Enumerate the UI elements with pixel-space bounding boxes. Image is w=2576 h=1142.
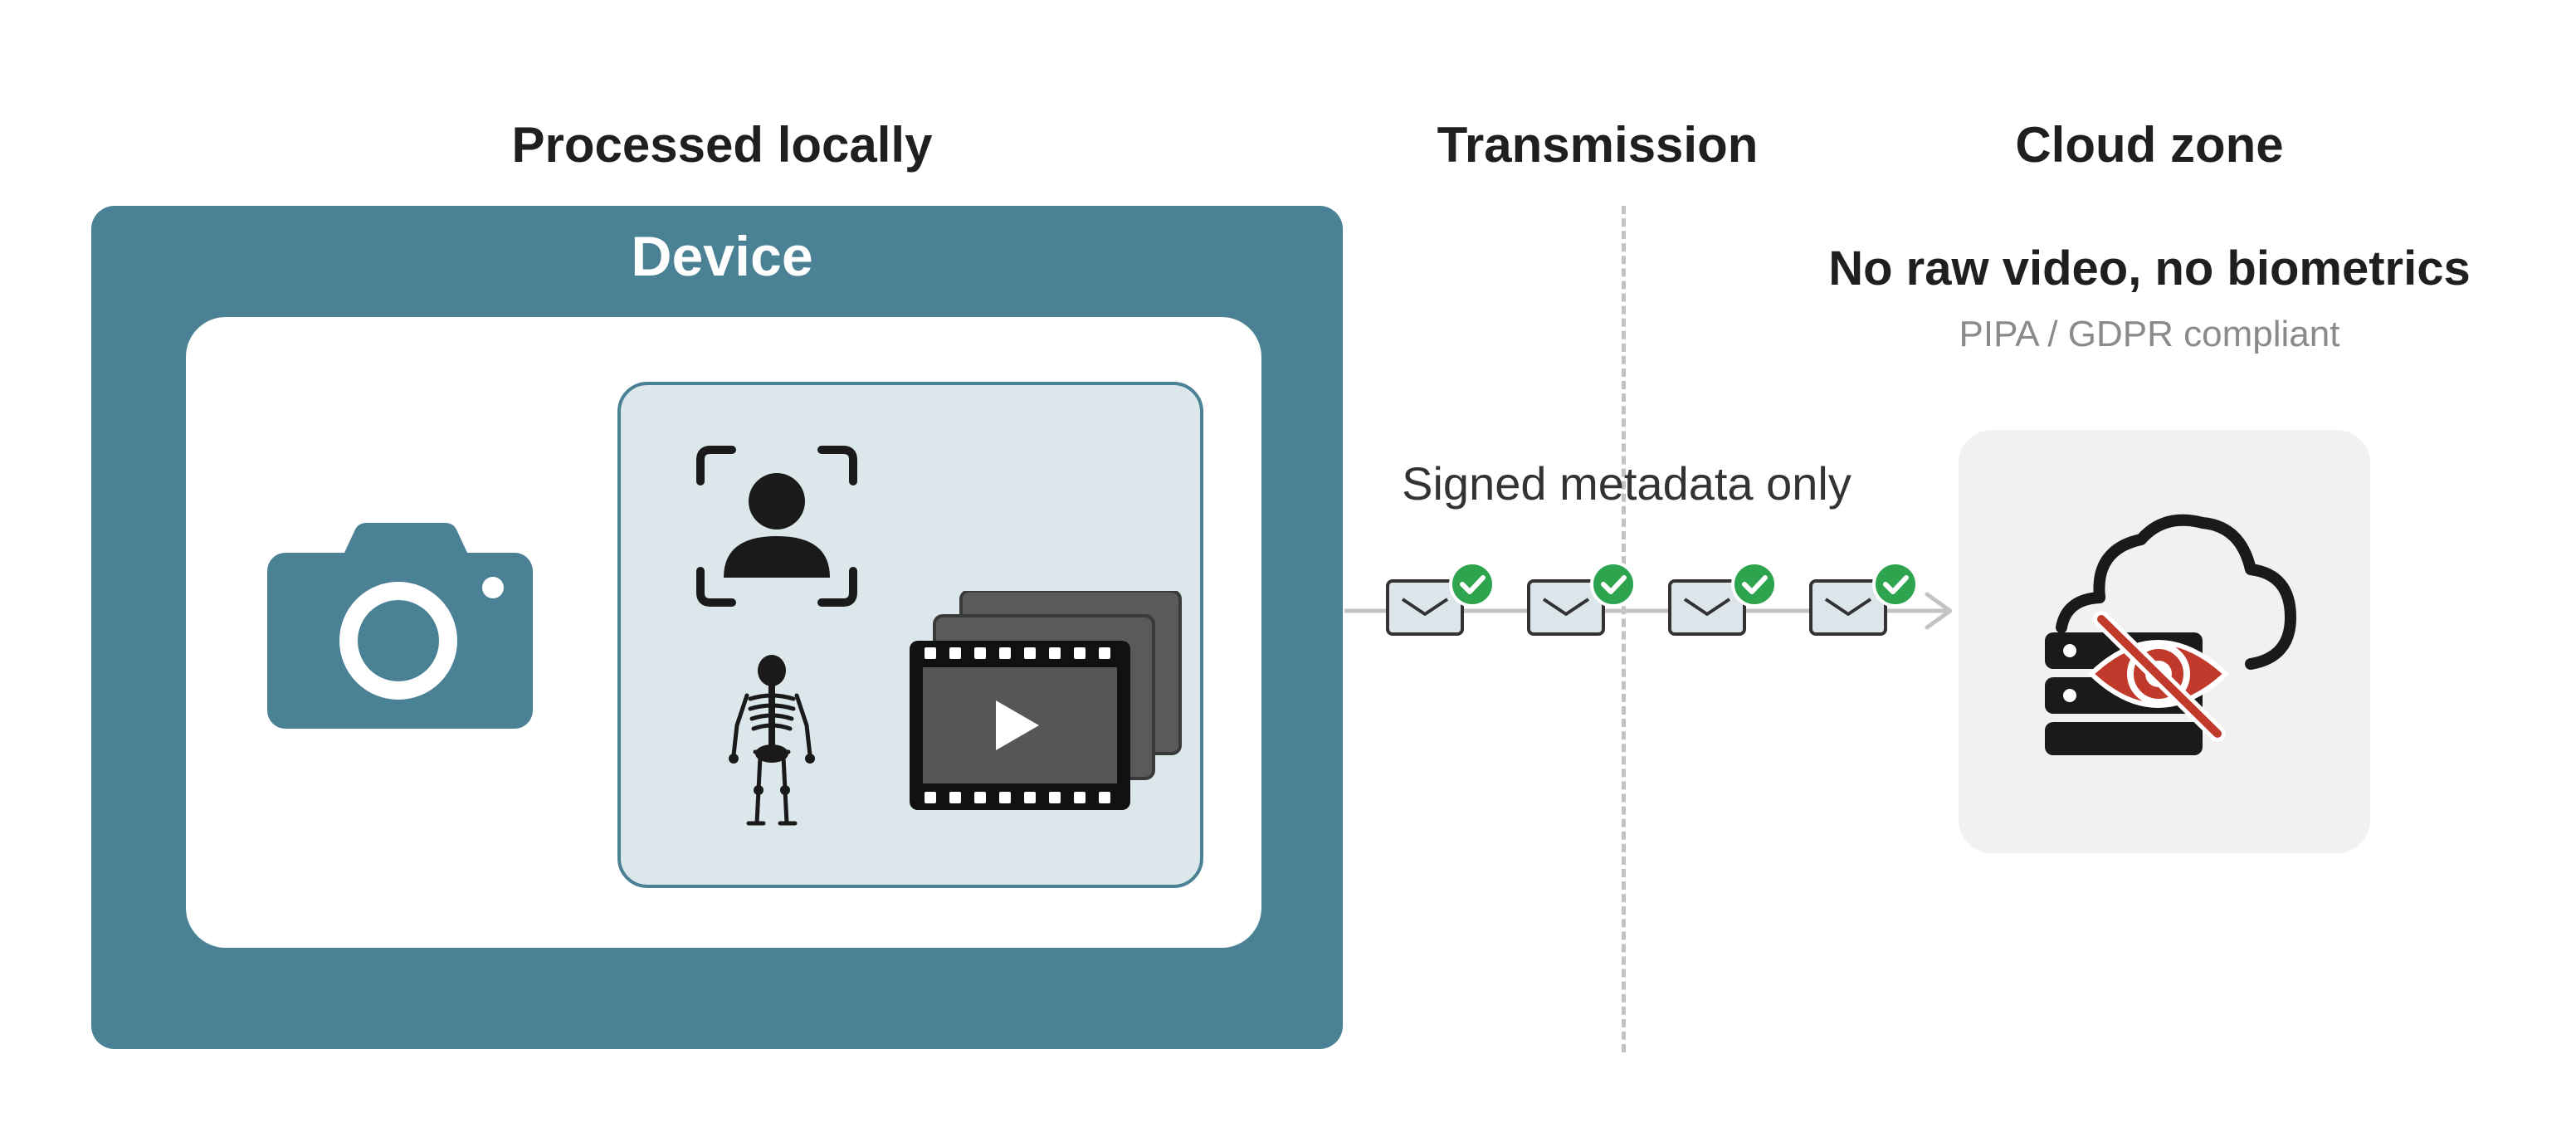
heading-transmission: Transmission (1437, 117, 1759, 173)
envelope-icon (1386, 579, 1464, 636)
camera-icon (267, 523, 533, 729)
eye-off-icon (2087, 611, 2230, 742)
video-stack-icon (910, 591, 1182, 810)
cloud-privacy-title: No raw video, no biometrics (1828, 242, 2471, 295)
envelope-icon (1809, 579, 1887, 636)
check-badge-icon (1590, 561, 1637, 608)
heading-processed-locally: Processed locally (511, 117, 933, 173)
check-badge-icon (1449, 561, 1495, 608)
face-scan-icon (696, 446, 857, 607)
cloud-server-icon (2045, 514, 2296, 755)
device-title: Device (631, 225, 813, 288)
envelope-icon (1527, 579, 1605, 636)
check-badge-icon (1872, 561, 1919, 608)
flow-arrow-icon (1925, 592, 1953, 630)
skeleton-icon (729, 655, 815, 826)
signed-metadata-label: Signed metadata only (1402, 457, 1852, 510)
zone-divider (1622, 206, 1626, 1052)
heading-cloud-zone: Cloud zone (2015, 117, 2284, 173)
compliance-subtitle: PIPA / GDPR compliant (1959, 314, 2340, 354)
check-badge-icon (1731, 561, 1778, 608)
metadata-flow (1344, 561, 1953, 636)
envelope-icon (1668, 579, 1746, 636)
